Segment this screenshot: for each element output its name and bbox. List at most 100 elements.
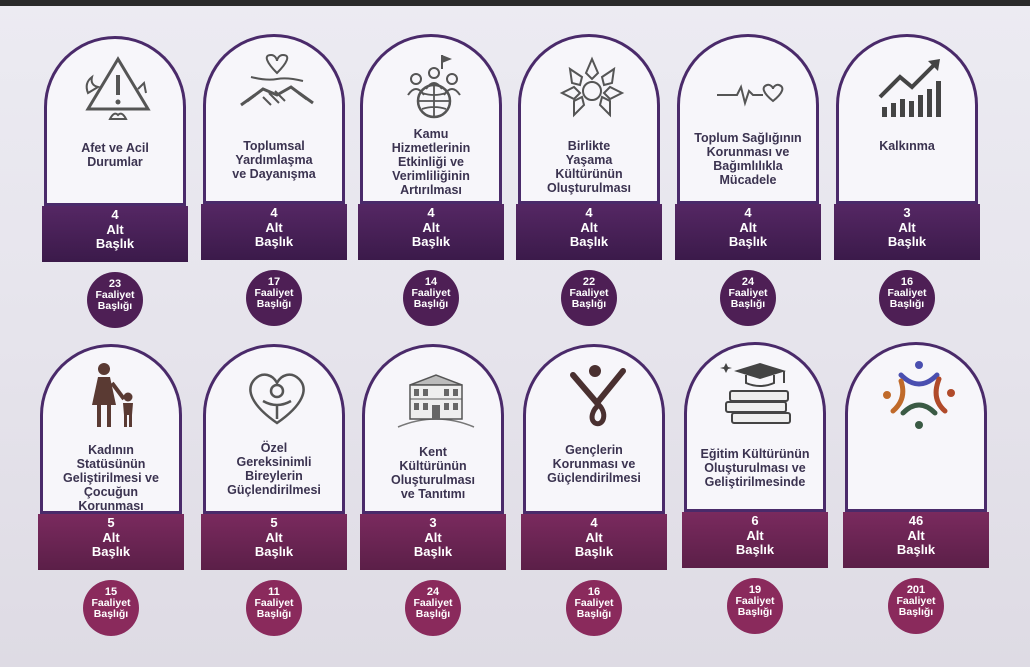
activity-badge: 24 Faaliyet Başlığı <box>720 270 776 326</box>
subtopic-count: 46 <box>908 513 924 528</box>
disaster-warning-icon <box>85 56 151 120</box>
card-arch: Kent Kültürünün Oluşturulması ve Tanıtım… <box>362 344 504 514</box>
activity-badge: 19 Faaliyet Başlığı <box>727 578 783 634</box>
card-toplum-sagligi: Toplum Sağlığının Korunması ve Bağımlılı… <box>675 34 821 334</box>
activity-label: Faaliyet Başlığı <box>91 597 131 620</box>
activity-count: 22 <box>582 276 596 288</box>
activity-count: 24 <box>741 276 755 288</box>
activity-label: Faaliyet Başlığı <box>574 597 614 620</box>
activity-label: Faaliyet Başlığı <box>887 287 927 310</box>
subtopic-label: Alt Başlık <box>574 529 614 559</box>
card-title: Kadının Statüsünün Geliştirilmesi ve Çoc… <box>63 443 159 513</box>
subtopic-label: Alt Başlık <box>254 529 294 559</box>
subtopic-label: Alt Başlık <box>411 219 451 249</box>
mother-child-icon <box>92 363 133 427</box>
card-title: Kalkınma <box>879 139 935 153</box>
top-edge <box>0 0 1030 6</box>
hands-circle-icon <box>559 56 625 118</box>
subtopic-count: 4 <box>427 205 435 220</box>
activity-count: 16 <box>900 276 914 288</box>
subtopic-count: 4 <box>270 205 278 220</box>
activity-badge: 11 Faaliyet Başlığı <box>246 580 302 636</box>
card-arch: Eğitim Kültürünün Oluşturulması ve Geliş… <box>684 342 826 512</box>
subtopic-count: 4 <box>590 515 598 530</box>
subtopic-count: 4 <box>744 205 752 220</box>
activity-count: 15 <box>104 586 118 598</box>
activity-count: 23 <box>108 278 122 290</box>
card-title: Kent Kültürünün Oluşturulması ve Tanıtım… <box>390 445 476 501</box>
activity-count: 17 <box>267 276 281 288</box>
activity-count: 11 <box>268 586 280 598</box>
historic-house-icon <box>397 374 475 428</box>
subtopic-label: Alt Başlık <box>569 219 609 249</box>
card-title: Kamu Hizmetlerinin Etkinliği ve Verimlil… <box>391 127 471 197</box>
activity-badge: 23 Faaliyet Başlığı <box>87 272 143 328</box>
activity-count: 19 <box>748 584 762 596</box>
people-globe-icon <box>407 55 461 119</box>
card-kadinin-statusu: Kadının Statüsünün Geliştirilmesi ve Çoc… <box>38 344 184 644</box>
card-arch <box>845 342 987 512</box>
subtopic-label: Alt Başlık <box>735 527 775 557</box>
heart-person-icon <box>249 373 305 425</box>
card-birlikte-yasama: Birlikte Yaşama Kültürünün Oluşturulması… <box>516 34 662 334</box>
card-ozel-gereksinimli: Özel Gereksinimli Bireylerin Güçlendiril… <box>201 344 347 644</box>
activity-badge: 14 Faaliyet Başlığı <box>403 270 459 326</box>
subtopic-count: 5 <box>107 515 115 530</box>
activity-label: Faaliyet Başlığı <box>413 597 453 620</box>
subtopic-label: Alt Başlık <box>95 221 135 251</box>
activity-badge: 17 Faaliyet Başlığı <box>246 270 302 326</box>
card-egitim-kulturu: Eğitim Kültürünün Oluşturulması ve Geliş… <box>682 342 828 642</box>
card-title: Birlikte Yaşama Kültürünün Oluşturulması <box>546 139 632 195</box>
card-title: Eğitim Kültürünün Oluşturulması ve Geliş… <box>700 447 810 489</box>
card-title: Toplum Sağlığının Korunması ve Bağımlılı… <box>694 131 802 187</box>
graduation-books-icon <box>720 363 791 424</box>
card-arch: Toplumsal Yardımlaşma ve Dayanışma <box>203 34 345 204</box>
handshake-heart-icon <box>240 53 314 107</box>
card-kent-kulturu: Kent Kültürünün Oluşturulması ve Tanıtım… <box>360 344 506 644</box>
community-logo-icon <box>883 361 955 429</box>
subtopic-count: 4 <box>585 205 593 220</box>
activity-badge: 16 Faaliyet Başlığı <box>879 270 935 326</box>
subtopic-count: 4 <box>111 207 119 222</box>
subtopic-label: Alt Başlık <box>413 529 453 559</box>
activity-badge: 201 Faaliyet Başlığı <box>888 578 944 634</box>
card-arch: Kamu Hizmetlerinin Etkinliği ve Verimlil… <box>360 34 502 204</box>
activity-badge: 15 Faaliyet Başlığı <box>83 580 139 636</box>
subtopic-count: 5 <box>270 515 278 530</box>
card-title: Gençlerin Korunması ve Güçlendirilmesi <box>547 443 641 485</box>
activity-label: Faaliyet Başlığı <box>896 595 936 618</box>
subtopic-count: 3 <box>903 205 911 220</box>
subtopic-label: Alt Başlık <box>887 219 927 249</box>
subtopic-label: Alt Başlık <box>728 219 768 249</box>
activity-badge: 16 Faaliyet Başlığı <box>566 580 622 636</box>
activity-badge: 22 Faaliyet Başlığı <box>561 270 617 326</box>
activity-label: Faaliyet Başlığı <box>728 287 768 310</box>
subtopic-count: 6 <box>751 513 759 528</box>
growth-chart-icon <box>878 59 941 117</box>
card-arch: Afet ve Acil Durumlar <box>44 36 186 206</box>
card-kamu-hizmetleri: Kamu Hizmetlerinin Etkinliği ve Verimlil… <box>358 34 504 334</box>
activity-count: 201 <box>906 584 926 596</box>
card-arch: Kadının Statüsünün Geliştirilmesi ve Çoc… <box>40 344 182 514</box>
activity-label: Faaliyet Başlığı <box>254 287 294 310</box>
activity-label: Faaliyet Başlığı <box>735 595 775 618</box>
card-title: Toplumsal Yardımlaşma ve Dayanışma <box>232 139 316 181</box>
subtopic-label: Alt Başlık <box>254 219 294 249</box>
activity-count: 16 <box>587 586 601 598</box>
activity-label: Faaliyet Başlığı <box>254 597 294 620</box>
card-arch: Gençlerin Korunması ve Güçlendirilmesi <box>523 344 665 514</box>
